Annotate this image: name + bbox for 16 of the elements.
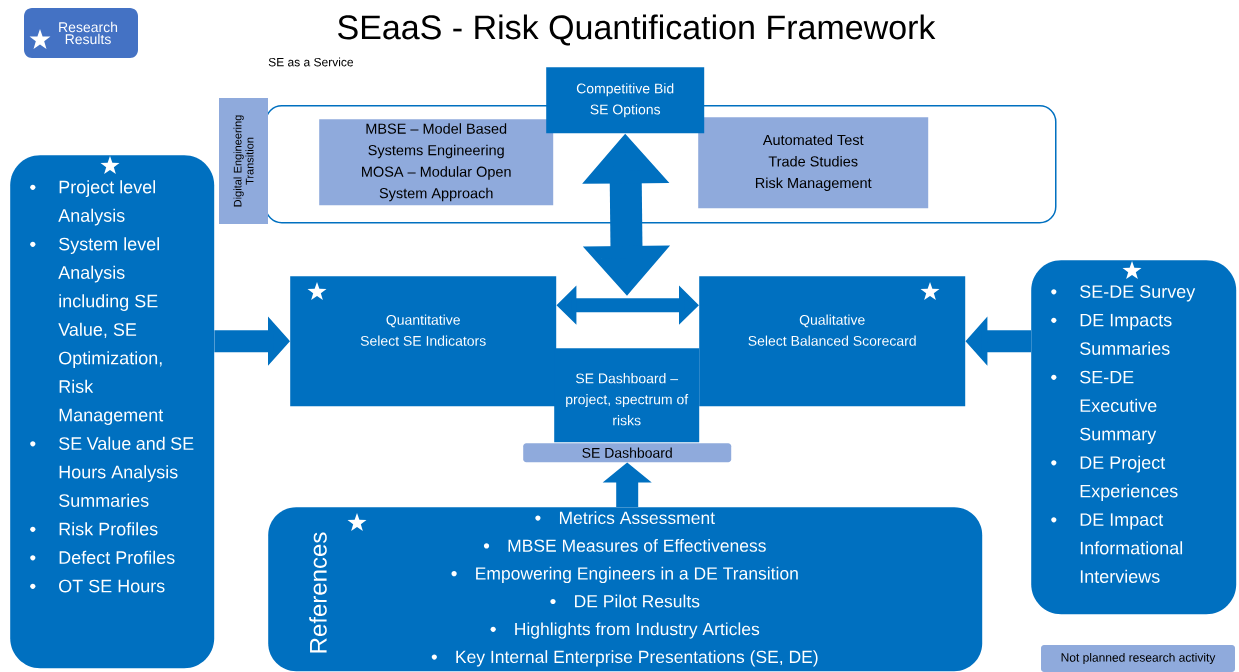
list-box: Project level Analysis System level Analysis including SE Value, SE Optimization, Risk Management SE Value and SE Hours Analysis Summaries Risk Profiles Defect Profiles OT SE Hours <box>10 155 215 669</box>
process-box: MBSE – Model Based Systems Engineering MOSA – Modular Open System Approach <box>319 119 554 206</box>
subtitle: SE as a Service <box>268 57 353 67</box>
side-heading: References <box>309 532 327 653</box>
legend-box: Not planned research activity <box>1041 645 1235 672</box>
process-box: Quantitative Select SE Indicators <box>290 276 557 407</box>
node-label: SE Dashboard – project, spectrum of risks <box>566 373 689 426</box>
process-box: Qualitative Select Balanced Scorecard <box>699 276 966 407</box>
process-box: Competitive Bid SE Options <box>546 67 705 134</box>
process-box: Automated Test Trade Studies Risk Management <box>698 117 929 209</box>
title: SEaaS - Risk Quantification Framework <box>338 14 936 46</box>
process-box: SE Dashboard – project, spectrum of risks <box>554 348 700 443</box>
side-label: Digital Engineering Transition <box>219 98 268 224</box>
list-box: SE-DE Survey DE Impacts Summaries SE-DE Executive Summary DE Project Experiences DE Impact Informational Interviews <box>1031 260 1237 615</box>
label-bar: SE Dashboard <box>523 443 732 463</box>
legend-box: Research Results <box>24 8 138 58</box>
